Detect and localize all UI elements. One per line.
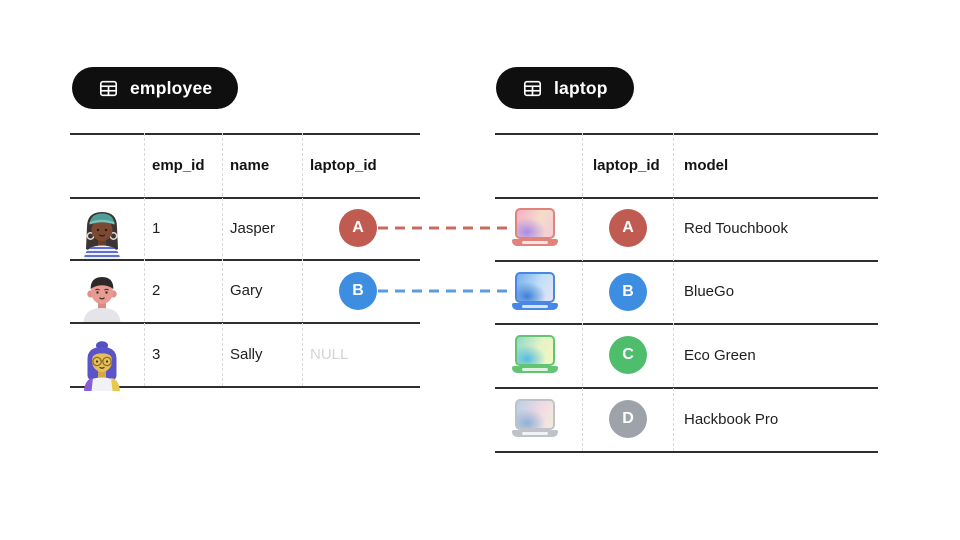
table-border-line	[70, 322, 420, 324]
column-divider	[673, 133, 674, 451]
laptop-key-badge-a: A	[339, 209, 377, 247]
laptop-model-cell: Red Touchbook	[684, 220, 788, 237]
laptop-model-cell: Hackbook Pro	[684, 410, 779, 428]
blue-laptop-icon	[512, 272, 558, 312]
laptop-key-badge-b: B	[339, 272, 377, 310]
table-border-line	[495, 323, 878, 325]
laptop-table: laptop_id model A Red Touchbook B BlueGo…	[495, 133, 878, 453]
laptop-model-cell: BlueGo	[684, 283, 735, 300]
table-border-line	[495, 133, 878, 135]
column-header-laptop-id: laptop_id	[310, 156, 377, 174]
employee-name-cell: Jasper	[230, 219, 276, 237]
silver-laptop-icon	[512, 399, 558, 439]
column-divider	[144, 133, 145, 386]
table-border-line	[495, 197, 878, 199]
man-black-hair-avatar	[78, 270, 126, 322]
table-border-line	[495, 260, 878, 262]
column-divider	[582, 133, 583, 451]
laptop-key-badge-d: D	[609, 400, 647, 438]
laptop-table-title: laptop	[554, 77, 608, 98]
employee-table: emp_id name laptop_id	[70, 133, 420, 391]
woman-teal-cap-avatar	[78, 207, 126, 259]
woman-purple-hair-glasses-avatar	[78, 339, 126, 391]
column-divider	[222, 133, 223, 386]
laptop-key-badge-a: A	[609, 209, 647, 247]
column-header-emp-id: emp_id	[152, 156, 205, 174]
table-grid-icon	[99, 80, 118, 96]
employee-emp-id-cell: 3	[152, 345, 161, 363]
green-laptop-icon	[512, 335, 558, 375]
table-border-line	[495, 387, 878, 389]
column-header-laptop-id: laptop_id	[593, 156, 660, 174]
null-value: NULL	[310, 345, 349, 363]
table-border-line	[495, 451, 878, 453]
employee-emp-id-cell: 2	[152, 282, 161, 299]
red-laptop-icon	[512, 208, 558, 248]
laptop-key-badge-c: C	[609, 336, 647, 374]
table-border-line	[70, 386, 420, 388]
table-border-line	[70, 197, 420, 199]
employee-name-cell: Gary	[230, 282, 263, 299]
employee-table-title: employee	[130, 77, 213, 98]
employee-table-pill: employee	[72, 67, 239, 109]
laptop-key-badge-b: B	[609, 273, 647, 311]
column-header-model: model	[684, 156, 729, 174]
laptop-model-cell: Eco Green	[684, 346, 756, 364]
column-divider	[302, 133, 303, 386]
column-header-name: name	[230, 156, 270, 174]
laptop-table-pill: laptop	[496, 67, 634, 109]
employee-name-cell: Sally	[230, 345, 263, 363]
employee-emp-id-cell: 1	[152, 219, 161, 237]
table-grid-icon	[523, 80, 542, 96]
table-border-line	[70, 259, 420, 261]
table-border-line	[70, 133, 420, 135]
